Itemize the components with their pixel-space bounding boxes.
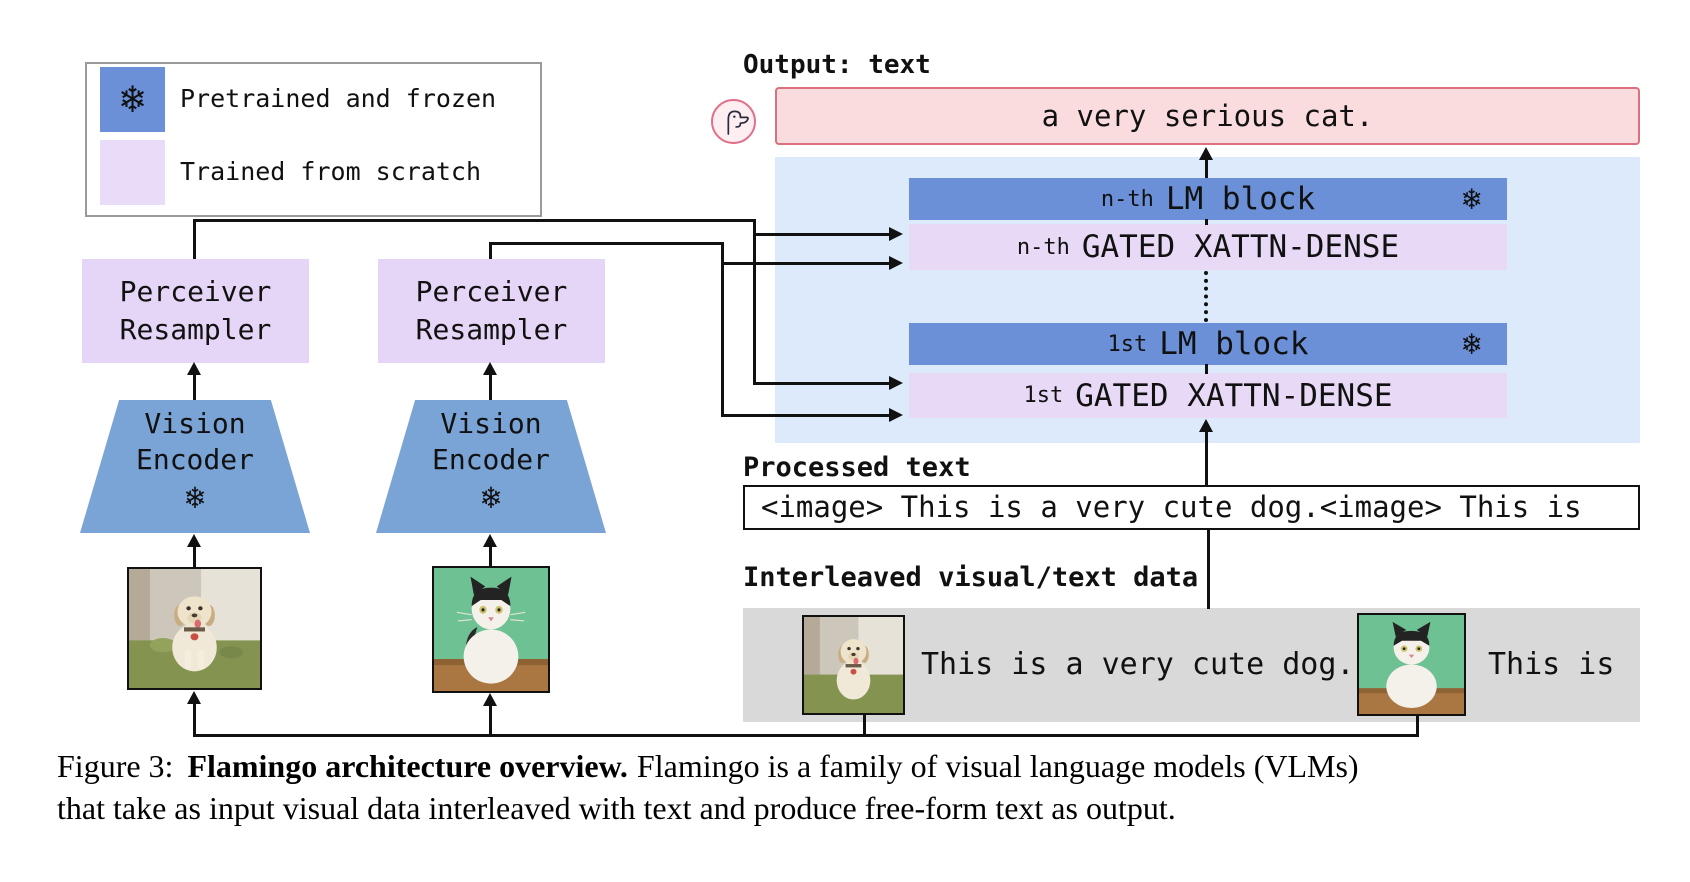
connector-bottom-bus (193, 734, 1419, 737)
arrowhead-encoder1 (187, 362, 201, 375)
first-lm-block: 1st LM block ❄ (909, 323, 1507, 365)
connector-interleaved-to-processed (1207, 530, 1210, 609)
arrowhead-encoder2 (483, 362, 497, 375)
legend-scratch-label: Trained from scratch (180, 157, 482, 186)
arrowhead-r1-nth-xattn (889, 227, 903, 241)
connector-nthlm-xattn (1205, 219, 1208, 225)
snowflake-icon: ❄ (1462, 181, 1481, 217)
caption-figure-label: Figure 3: (57, 748, 174, 784)
connector-cat-to-encoder2 (489, 546, 492, 566)
connector-trunk-resampler2 (721, 242, 724, 417)
arrowhead-r2-nth-xattn (889, 256, 903, 270)
connector-r1-to-nth-xattn (753, 233, 889, 236)
snowflake-icon: ❄ (1462, 326, 1481, 362)
interleaved-data-label: Interleaved visual/text data (743, 562, 1199, 593)
legend-frozen-swatch: ❄ (100, 67, 165, 132)
legend-scratch-swatch (100, 140, 165, 205)
arrowhead-r1-first-xattn (889, 376, 903, 390)
figure-caption-line2: that take as input visual data interleav… (57, 790, 1176, 826)
vision-encoder-label: Vision Encoder (135, 407, 254, 476)
connector-encoder1-to-resampler1 (193, 374, 196, 400)
output-label: Output: text (743, 50, 931, 80)
arrowhead-bus-dog (187, 691, 201, 704)
connector-resampler2-up (489, 242, 492, 259)
block-prefix: 1st (1107, 331, 1148, 357)
legend-pretrained-label: Pretrained and frozen (180, 84, 497, 113)
connector-bus-to-cat (489, 705, 492, 737)
block-label: LM block (1165, 181, 1316, 217)
connector-graycat-to-bus (1416, 716, 1419, 737)
arrowhead-processed (1199, 419, 1213, 432)
connector-resampler2-across (489, 242, 724, 245)
connector-bus-to-dog (193, 703, 196, 737)
block-label: GATED XATTN-DENSE (1075, 377, 1393, 414)
interleaved-tail-text: This is (1488, 647, 1615, 682)
block-prefix: n-th (1016, 234, 1070, 260)
first-gated-xattn-dense: 1st GATED XATTN-DENSE (909, 373, 1507, 418)
arrowhead-dog-encoder1 (187, 534, 201, 547)
caption-bold-title: Flamingo architecture overview. (187, 748, 628, 784)
connector-resampler1-across (193, 219, 756, 222)
nth-lm-block: n-th LM block ❄ (909, 178, 1507, 220)
nth-gated-xattn-dense: n-th GATED XATTN-DENSE (909, 224, 1507, 270)
snowflake-icon: ❄ (481, 478, 501, 516)
flamingo-icon (711, 99, 756, 144)
connector-ellipsis-dots (1204, 271, 1208, 322)
block-label: GATED XATTN-DENSE (1081, 229, 1400, 265)
connector-r1-to-first-xattn (753, 382, 889, 385)
figure-caption-line1: Figure 3: Flamingo architecture overview.… (57, 748, 1359, 785)
block-prefix: n-th (1100, 186, 1154, 212)
arrowhead-output (1199, 147, 1213, 160)
connector-firstlm-xattn (1205, 364, 1208, 374)
output-text-box: a very serious cat. (775, 87, 1640, 145)
interleaved-dog-text: This is a very cute dog. (921, 647, 1355, 682)
caption-line1-rest: Flamingo is a family of visual language … (636, 748, 1359, 784)
snowflake-icon: ❄ (120, 76, 145, 122)
dog-photo (127, 567, 262, 690)
vision-encoder-1: Vision Encoder ❄ (80, 400, 310, 533)
connector-processed-to-stack (1205, 431, 1208, 485)
arrowhead-bus-cat (483, 693, 497, 706)
connector-r2-to-first-xattn (721, 414, 889, 417)
perceiver-resampler-1: Perceiver Resampler (82, 259, 309, 363)
cat-photo (432, 566, 550, 693)
perceiver-resampler-2: Perceiver Resampler (378, 259, 605, 363)
block-prefix: 1st (1023, 383, 1064, 408)
connector-lm-to-output (1205, 158, 1208, 178)
arrowhead-r2-first-xattn (889, 408, 903, 422)
dog-photo-small (802, 615, 905, 715)
connector-r2-to-nth-xattn (721, 262, 889, 265)
arrowhead-cat-encoder2 (483, 534, 497, 547)
vision-encoder-label: Vision Encoder (431, 407, 550, 476)
cat-photo-small (1357, 613, 1466, 716)
connector-graydog-to-bus (863, 715, 866, 737)
processed-text-label: Processed text (743, 452, 971, 483)
block-label: LM block (1159, 326, 1309, 362)
vision-encoder-2: Vision Encoder ❄ (376, 400, 606, 533)
connector-trunk-resampler1 (753, 219, 756, 385)
connector-resampler1-up (193, 219, 196, 259)
connector-dog-to-encoder1 (193, 546, 196, 567)
connector-encoder2-to-resampler2 (489, 374, 492, 400)
snowflake-icon: ❄ (185, 478, 205, 516)
processed-text-box: <image> This is a very cute dog.<image> … (743, 485, 1640, 530)
